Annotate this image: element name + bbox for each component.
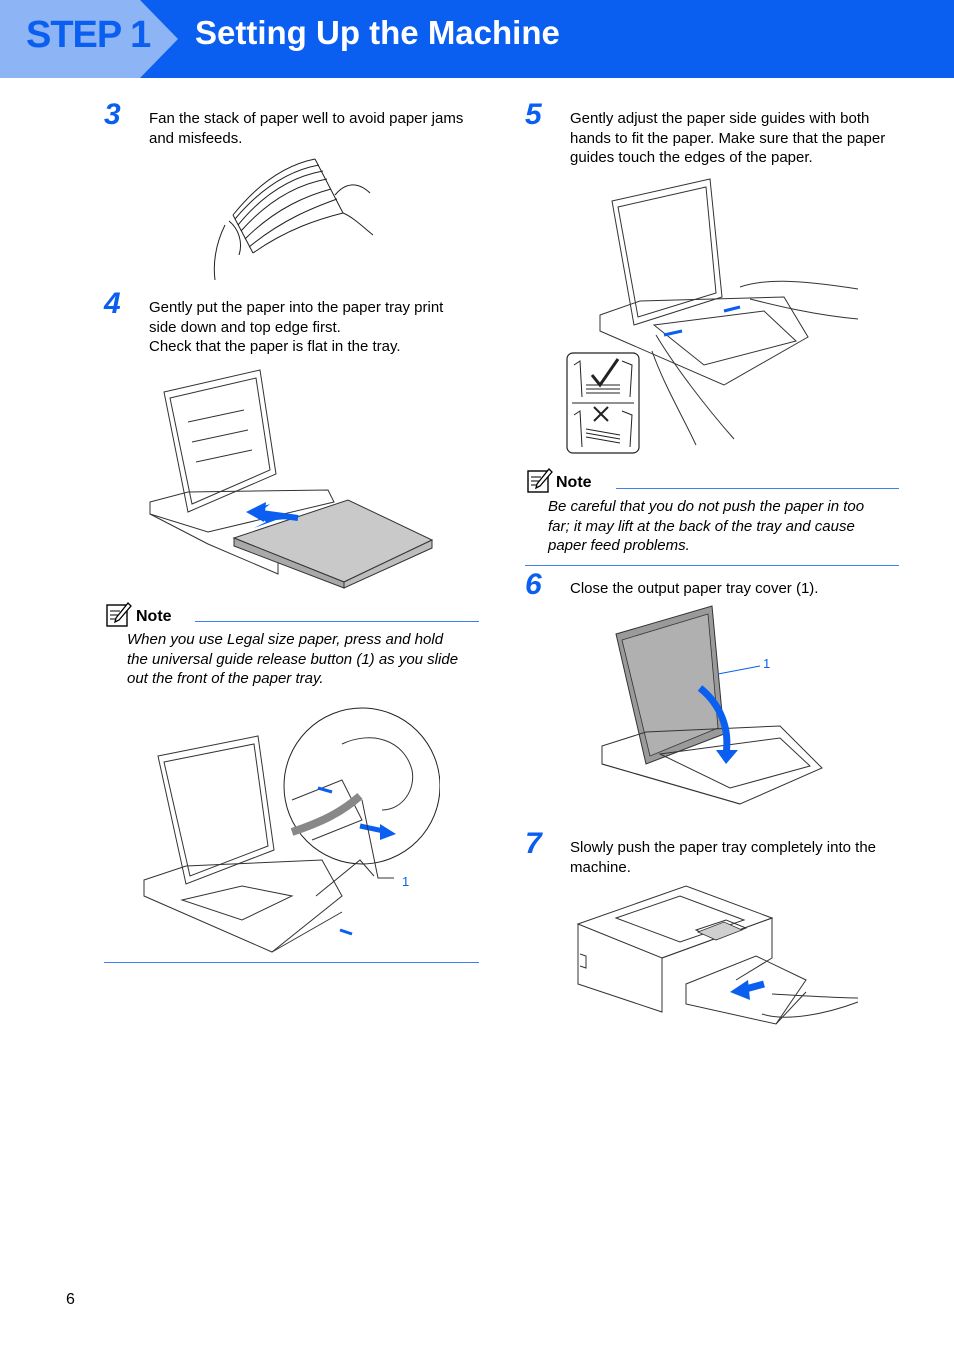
note-divider (195, 621, 479, 622)
note-divider (616, 488, 899, 489)
step-5-text: Gently adjust the paper side guides with… (570, 109, 885, 168)
step-5-line: guides touch the edges of the paper. (570, 149, 813, 166)
step-6-number: 6 (525, 568, 542, 601)
step-tab: STEP 1 (0, 0, 180, 78)
push-tray-into-machine-illustration (576, 885, 859, 1025)
note-pencil-icon (527, 468, 553, 493)
step-3-text: Fan the stack of paper well to avoid pap… (149, 109, 463, 148)
page-title: Setting Up the Machine (195, 14, 560, 51)
step-4-number: 4 (104, 287, 121, 320)
check-mark-icon (590, 358, 620, 388)
step-6-text: Close the output paper tray cover (1). (570, 579, 818, 599)
note-body: Be careful that you do not push the pape… (548, 497, 864, 556)
step-4-line: side down and top edge first. (149, 318, 341, 336)
step-3-number: 3 (104, 98, 121, 131)
step-7-number: 7 (525, 827, 542, 860)
paper-tray-insert-illustration (149, 369, 434, 589)
step-7-line: machine. (570, 858, 631, 876)
step-4-text: Gently put the paper into the paper tray… (149, 298, 443, 357)
note-body: When you use Legal size paper, press and… (127, 630, 458, 689)
note-line: the universal guide release button (1) a… (127, 650, 459, 668)
guide-release-illustration (143, 707, 440, 953)
right-note-divider (525, 565, 899, 566)
step-3-line: and misfeeds. (149, 129, 243, 147)
note-heading: Note (136, 608, 172, 625)
step-3-line: Fan the stack of paper well to avoid pap… (149, 110, 464, 127)
step-5-line: Gently adjust the paper side guides with… (570, 110, 870, 127)
left-column-divider (104, 962, 479, 963)
page-header: STEP 1 Setting Up the Machine (0, 0, 954, 78)
close-output-cover-illustration (601, 605, 823, 805)
step-7-text: Slowly push the paper tray completely in… (570, 838, 876, 877)
note-line: paper feed problems. (548, 537, 690, 554)
cross-mark-icon (593, 406, 609, 422)
page-number: 6 (66, 1291, 75, 1308)
note-line: far; it may lift at the back of the tray… (548, 517, 855, 535)
step-5-number: 5 (525, 98, 542, 131)
step-label: STEP 1 (26, 14, 151, 56)
note-line: Be careful that you do not push the pape… (548, 498, 865, 515)
note-heading: Note (556, 474, 592, 491)
callout-1-release-button: 1 (402, 874, 410, 889)
step-4-line: Check that the paper is flat in the tray… (149, 338, 401, 355)
callout-1-output-cover: 1 (763, 656, 771, 671)
note-pencil-icon (106, 602, 132, 627)
fan-paper-illustration (213, 158, 374, 281)
side-guide-adjust-illustration (566, 178, 859, 454)
step-7-line: Slowly push the paper tray completely in… (570, 839, 876, 856)
note-line: When you use Legal size paper, press and… (127, 631, 444, 648)
step-6-line: Close the output paper tray cover (1). (570, 580, 819, 597)
step-5-line: hands to fit the paper. Make sure that t… (570, 129, 886, 147)
note-line: out the front of the paper tray. (127, 670, 324, 687)
step-4-line: Gently put the paper into the paper tray… (149, 299, 444, 316)
